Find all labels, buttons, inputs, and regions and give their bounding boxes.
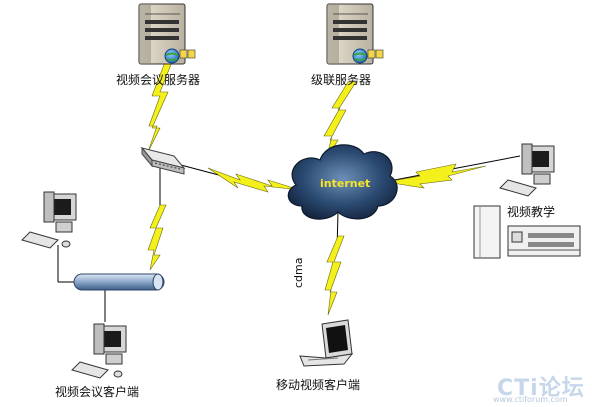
mobile-video-client-label: 移动视频客户端 (276, 378, 361, 392)
teaching-workstation-icon (499, 143, 555, 197)
teaching-equipment-icon (473, 205, 581, 259)
video-conference-client-label: 视频会议客户端 (55, 385, 140, 399)
watermark-url: www.ctiforum.com (493, 395, 568, 404)
watermark-logo: CTi论坛 (497, 376, 585, 401)
lightning-cloud-to-teaching (385, 163, 487, 189)
lightning-switch-to-cloud (207, 167, 301, 193)
video-conference-server-icon (138, 3, 196, 65)
lan-backbone-pipe (73, 273, 165, 291)
workstation-icon (21, 191, 77, 249)
cascade-server-label: 级联服务器 (311, 73, 372, 87)
video-teaching-label: 视频教学 (507, 205, 556, 219)
internet-cloud-icon (287, 144, 398, 220)
cdma-link-label: cdma (292, 257, 305, 289)
network-switch-icon (140, 146, 186, 175)
lightning-switch-to-pipe (147, 204, 167, 271)
lightning-cloud-to-mobile (324, 235, 345, 316)
connection-lines (57, 155, 521, 322)
laptop-icon (299, 319, 354, 367)
lightning-server-to-switch (147, 61, 173, 153)
internet-label: internet (320, 177, 371, 190)
cascade-server-icon (326, 3, 384, 65)
video-conference-server-label: 视频会议服务器 (116, 73, 201, 87)
video-conference-client-icon (71, 323, 127, 379)
